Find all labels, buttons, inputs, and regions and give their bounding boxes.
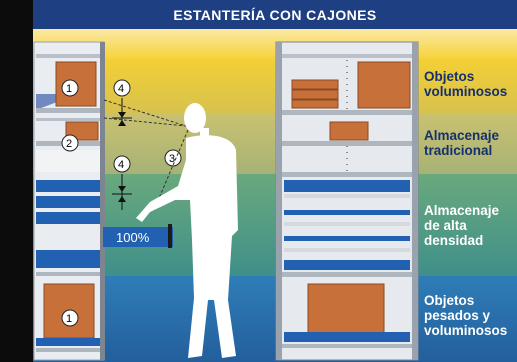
cardboard-box-icon — [291, 89, 339, 100]
marker-1-bottom: 1 — [66, 313, 72, 325]
drawer — [284, 332, 410, 342]
zone-label-bulky: Objetos voluminosos — [424, 69, 508, 99]
marker-4-top: 4 — [118, 83, 124, 95]
drawer — [284, 180, 410, 192]
zone-label-high-density: Almacenaje de alta densidad — [424, 203, 500, 248]
drawer — [36, 250, 100, 268]
marker-2: 2 — [66, 138, 72, 150]
drawer — [284, 236, 410, 241]
cardboard-box-icon — [307, 283, 385, 341]
right-cabinet — [275, 41, 419, 361]
zone-label-traditional: Almacenaje tradicional — [424, 128, 500, 158]
drawer — [36, 180, 100, 192]
marker-3: 3 — [169, 153, 175, 165]
person-silhouette-icon — [136, 103, 238, 358]
cardboard-box-icon — [291, 99, 339, 109]
zone-label-heavy-bulky: Objetos pesados y voluminosos — [424, 293, 508, 338]
left-black-strip — [0, 0, 33, 362]
drawer — [284, 210, 410, 215]
drawer — [284, 260, 410, 270]
drawer — [36, 212, 100, 224]
marker-4-bottom: 4 — [118, 159, 124, 171]
page-title: ESTANTERÍA CON CAJONES — [33, 0, 517, 29]
cardboard-box-icon — [291, 79, 339, 90]
cardboard-box-icon — [329, 121, 369, 141]
marker-1-top: 1 — [66, 83, 72, 95]
pulled-drawer — [103, 227, 173, 247]
cardboard-box-icon — [357, 61, 411, 109]
drawer-fill-label: 100% — [116, 230, 150, 245]
drawer — [36, 196, 100, 208]
left-cabinet: 100% — [33, 41, 173, 361]
